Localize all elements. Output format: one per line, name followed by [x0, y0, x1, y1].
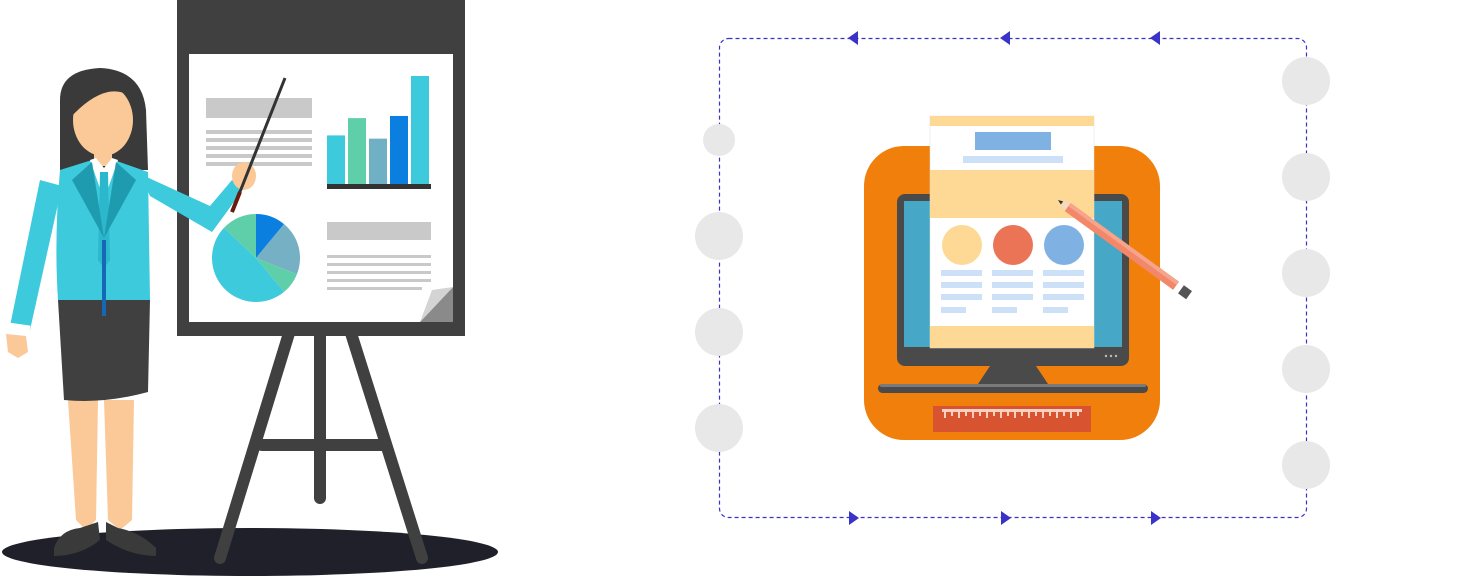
cycle-node[interactable]	[695, 308, 743, 356]
monitor-stand	[978, 366, 1048, 384]
pencil-icon	[1058, 200, 1192, 300]
arrow-right-icon	[849, 511, 859, 525]
board-pie-slice	[256, 258, 297, 292]
board-pie-slice	[211, 227, 285, 303]
board-text-block-2	[327, 222, 431, 290]
cycle-node[interactable]	[1282, 345, 1330, 393]
arrow-right-icon	[1001, 511, 1011, 525]
cycle-node[interactable]	[695, 404, 743, 452]
web-design-icon	[864, 115, 1192, 440]
cycle-node[interactable]	[703, 124, 735, 156]
board-bar	[390, 115, 408, 184]
feature-circle-yellow	[942, 225, 982, 265]
board-pie-slice	[256, 214, 285, 258]
cycle-node[interactable]	[1282, 249, 1330, 297]
presenter-illustration	[2, 0, 498, 576]
cycle-node[interactable]	[1282, 57, 1330, 105]
page-title-block	[975, 132, 1051, 150]
web-page-mockup	[929, 115, 1095, 349]
board-bar-chart	[327, 76, 429, 184]
board-pie-chart	[211, 214, 300, 303]
cycle-node[interactable]	[1282, 153, 1330, 201]
board-bar	[369, 138, 387, 184]
board-pie-slice	[256, 224, 300, 275]
feature-circle-blue	[1044, 225, 1084, 265]
cycle-node[interactable]	[1282, 441, 1330, 489]
arrow-left-icon	[848, 31, 858, 45]
top-arrows	[848, 31, 1160, 45]
left-nodes	[695, 124, 743, 452]
pointer-stick	[230, 77, 287, 213]
board-pie-slice	[223, 214, 256, 258]
right-nodes	[1282, 57, 1330, 489]
arrow-right-icon	[1151, 511, 1161, 525]
board-bar	[348, 118, 366, 184]
bottom-arrows	[849, 511, 1161, 525]
easel-legs	[214, 324, 428, 564]
cycle-node[interactable]	[695, 212, 743, 260]
presenter-person	[6, 68, 256, 556]
board-bar	[411, 76, 429, 184]
arrow-left-icon	[1150, 31, 1160, 45]
feature-circle-red	[993, 225, 1033, 265]
bar-chart-baseline	[327, 184, 431, 189]
board-bar	[327, 135, 345, 184]
arrow-left-icon	[1000, 31, 1010, 45]
